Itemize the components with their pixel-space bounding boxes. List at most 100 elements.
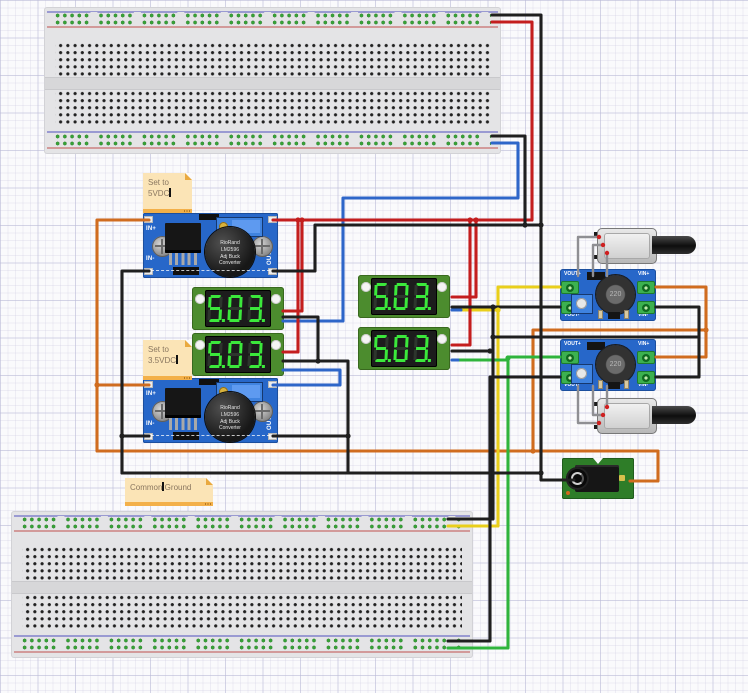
label-in-minus: IN- xyxy=(146,256,155,262)
wire-junction-dot xyxy=(487,348,493,354)
pot-body[interactable] xyxy=(597,398,657,434)
note-text-line: 3.5VDC xyxy=(148,355,178,366)
seven-segment-display xyxy=(373,283,431,310)
buck-converter-1[interactable]: IN+ IN- OUT+ OUT- RioRand LM2596 Adj Buc… xyxy=(143,213,278,278)
power-rail-holes[interactable] xyxy=(21,515,463,531)
seven-segment-display xyxy=(207,341,265,368)
jack-barrel-icon[interactable] xyxy=(566,467,589,490)
seven-segment-display xyxy=(207,295,265,322)
potentiometer-1[interactable] xyxy=(594,228,699,264)
power-rail-holes[interactable] xyxy=(54,133,491,148)
mounting-screw xyxy=(252,236,273,257)
terminal-strip-holes[interactable] xyxy=(55,89,490,124)
display-window xyxy=(371,330,437,367)
wire-junction-dot xyxy=(119,433,125,439)
terminal-vin-minus[interactable] xyxy=(637,371,655,384)
label-in-plus: IN+ xyxy=(146,391,157,397)
note-text-line: Common Ground xyxy=(130,482,192,492)
wire-junction-dot xyxy=(473,217,479,223)
terminal-strip-holes[interactable] xyxy=(55,41,490,76)
wire-red-vm1[interactable] xyxy=(281,218,304,313)
note-common-ground[interactable]: Common Ground xyxy=(125,478,213,506)
power-rail-red-line xyxy=(47,147,498,149)
mounting-hole xyxy=(271,294,281,304)
wire-black-vm1[interactable] xyxy=(281,315,320,363)
pad-out-plus[interactable] xyxy=(268,381,277,388)
note-resize-strip[interactable] xyxy=(143,376,192,380)
pad-in-plus[interactable] xyxy=(144,381,153,388)
smd-component xyxy=(598,310,603,319)
wire-black-mod1-vout-to-rail[interactable] xyxy=(446,305,562,521)
smd-component xyxy=(199,214,219,220)
wire-junction-dot xyxy=(495,307,501,313)
terminal-vin-plus[interactable] xyxy=(637,351,655,364)
wire-junction-dot xyxy=(467,217,473,223)
power-rail-holes[interactable] xyxy=(54,11,491,27)
wire-red-vm4[interactable] xyxy=(450,218,472,347)
wire-orange-module-vin-chain[interactable] xyxy=(654,285,708,359)
terminal-vin-minus[interactable] xyxy=(637,301,655,314)
trimpot-icon xyxy=(571,294,593,314)
breadboard-bottom[interactable] xyxy=(12,512,472,657)
voltmeter-3[interactable] xyxy=(358,275,450,318)
power-rail-holes[interactable] xyxy=(21,637,463,652)
silkscreen-dashes xyxy=(151,270,270,271)
wire-red-vm3[interactable] xyxy=(450,218,478,299)
voltmeter-4[interactable] xyxy=(358,327,450,370)
potentiometer-2[interactable] xyxy=(594,398,699,434)
note-text-line: 5VDC xyxy=(148,188,171,199)
note-resize-strip[interactable] xyxy=(125,502,213,506)
inductor-toroid: 220 xyxy=(596,345,635,384)
mounting-hole xyxy=(361,334,371,344)
terminal-vout-plus[interactable] xyxy=(561,281,579,294)
terminal-strip-holes[interactable] xyxy=(22,593,462,628)
note-resize-strip[interactable] xyxy=(143,209,192,213)
pot-shaft[interactable] xyxy=(652,406,696,424)
trimpot-icon xyxy=(571,364,593,384)
dc-barrel-jack[interactable] xyxy=(562,458,634,499)
smd-component xyxy=(608,312,620,319)
voltmeter-1[interactable] xyxy=(192,287,284,330)
smd-component xyxy=(598,380,603,389)
wire-junction-dot xyxy=(505,355,511,361)
smd-component xyxy=(608,382,620,389)
label-vin-plus: VIN+ xyxy=(638,341,650,347)
power-rail-red-line xyxy=(47,25,498,28)
pot-body[interactable] xyxy=(597,228,657,264)
text-cursor xyxy=(162,482,164,491)
pot-module-2[interactable]: VOUT+ VOUT- VIN+ VIN- 220 xyxy=(560,339,656,391)
display-window xyxy=(205,336,271,373)
seven-segment-display xyxy=(373,335,431,362)
text-cursor xyxy=(176,355,178,365)
jack-pin[interactable] xyxy=(619,475,625,481)
wire-junction-dot xyxy=(703,327,709,333)
pad-in-plus[interactable] xyxy=(144,216,153,223)
display-window xyxy=(205,290,271,327)
mounting-hole xyxy=(195,294,205,304)
note-text-line: Set to xyxy=(148,345,169,354)
voltmeter-2[interactable] xyxy=(192,333,284,376)
wire-yellow-mod1-vout-to-rail[interactable] xyxy=(446,285,562,528)
wire-junction-dot xyxy=(538,222,544,228)
breadboard-top[interactable] xyxy=(45,8,500,153)
board-notch xyxy=(593,458,603,464)
regulator-ic xyxy=(165,388,201,418)
terminal-vout-plus[interactable] xyxy=(561,351,579,364)
wire-red-vm2[interactable] xyxy=(281,218,300,354)
terminal-vin-plus[interactable] xyxy=(637,281,655,294)
mounting-screw xyxy=(252,401,273,422)
pot-shaft[interactable] xyxy=(652,236,696,254)
wire-junction-dot xyxy=(295,217,301,223)
wire-black-module-vin-chain[interactable] xyxy=(654,305,701,379)
buck-converter-2[interactable]: IN+ IN- OUT+ OUT- RioRand LM2596 Adj Buc… xyxy=(143,378,278,443)
pot-module-1[interactable]: VOUT+ VOUT- VIN+ VIN- 220 xyxy=(560,269,656,321)
inductor-toroid: 220 xyxy=(596,275,635,314)
wire-black-vm2[interactable] xyxy=(281,359,350,475)
smd-component xyxy=(173,267,199,275)
terminal-strip-holes[interactable] xyxy=(22,545,462,580)
wire-junction-dot xyxy=(538,470,544,476)
wire-junction-dot xyxy=(94,382,100,388)
pad-out-plus[interactable] xyxy=(268,216,277,223)
